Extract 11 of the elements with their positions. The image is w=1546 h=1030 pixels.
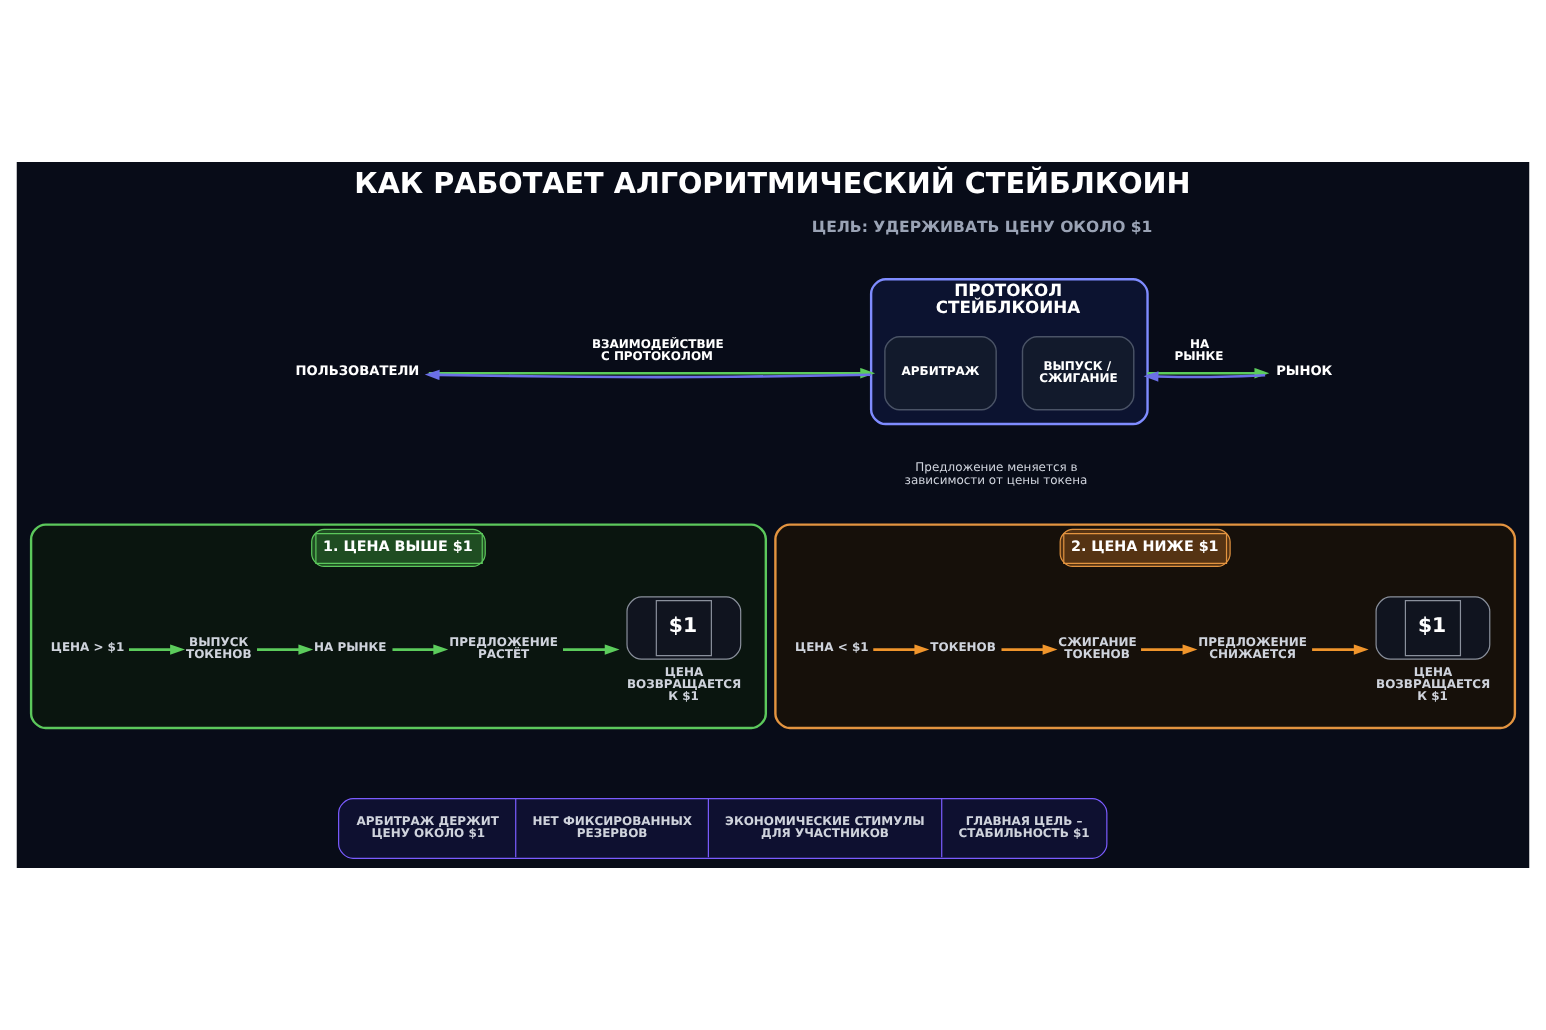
arrow (1141, 644, 1198, 655)
arrow (1001, 644, 1058, 655)
arrow (1312, 644, 1369, 655)
arrow (873, 644, 930, 655)
arrow (1143, 371, 1266, 382)
diagram-title: КАК РАБОТАЕТ АЛГОРИТМИЧЕСКИЙ СТЕЙБЛКОИН (354, 169, 1191, 202)
arrow (392, 644, 449, 655)
arrow (257, 644, 314, 655)
arrow (129, 644, 185, 655)
arrow (424, 369, 872, 381)
arrow (563, 644, 620, 655)
